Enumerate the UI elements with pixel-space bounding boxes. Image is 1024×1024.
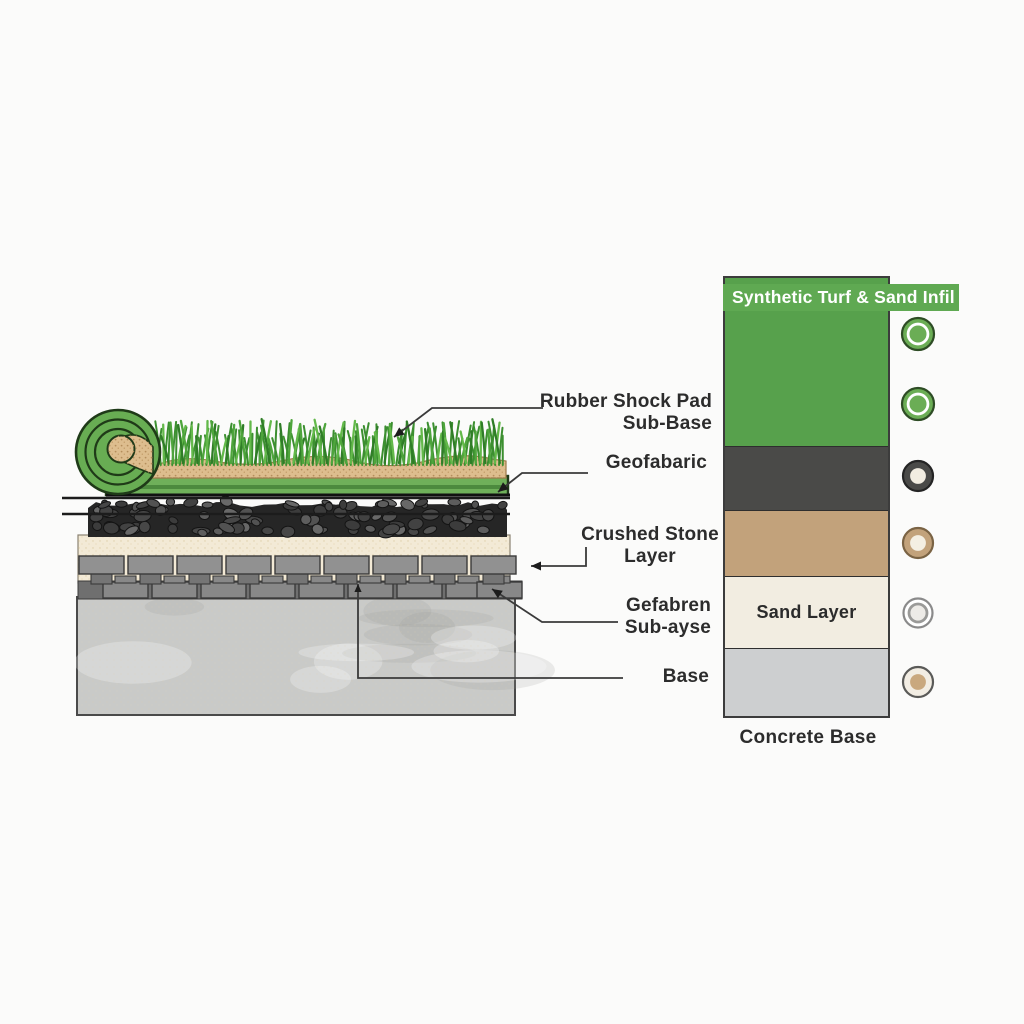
callout-label-geofabric: Geofabaric [605, 452, 707, 473]
legend-header-banner: Synthetic Turf & Sand Infil [723, 284, 959, 311]
badge-turf-infill-1 [900, 316, 936, 352]
badge-crushed-stone [901, 526, 935, 560]
grass-blades [150, 417, 504, 466]
turf-backing [104, 474, 510, 497]
callout-connectors [354, 407, 623, 679]
callout-label-base: Base [662, 666, 709, 687]
interlocking-paver-layer [77, 555, 523, 600]
legend-column: Sand Layer [723, 276, 890, 718]
turf-roll [74, 408, 162, 496]
legend-layer-shock-pad [725, 446, 888, 510]
callout-label-fabric-sub-base: Gefabren Sub-ayse [624, 595, 711, 639]
sand-layer-label: Sand Layer [756, 602, 857, 622]
material-badges [900, 316, 936, 699]
concrete-base-block [74, 596, 555, 716]
badge-shock-pad [901, 459, 935, 493]
badge-concrete-base [901, 665, 935, 699]
badge-turf-infill-2 [900, 386, 936, 422]
crushed-stone-band [88, 495, 508, 539]
legend-layer-crushed-stone [725, 510, 888, 576]
legend-caption: Concrete Base [739, 727, 877, 748]
legend-layer-concrete-base [725, 648, 888, 716]
legend-layer-sand: Sand Layer [725, 576, 888, 648]
callout-label-rubber-shock-pad: Rubber Shock Pad Sub-Base [539, 391, 712, 435]
callout-label-crushed-stone: Crushed Stone Layer [581, 524, 719, 568]
badge-sand [902, 597, 934, 629]
